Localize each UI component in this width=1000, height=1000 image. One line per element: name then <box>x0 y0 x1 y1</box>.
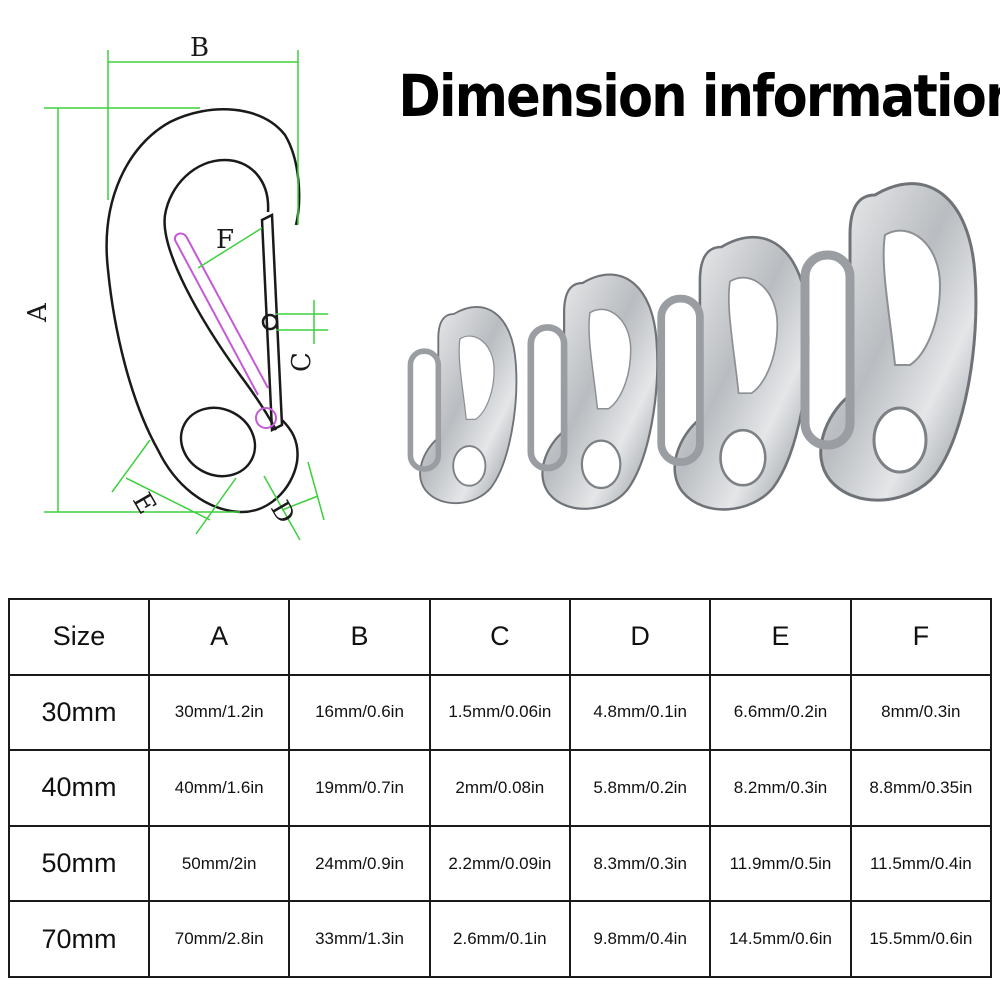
snap-hook-photo <box>407 306 518 505</box>
dimension-cell: 8.3mm/0.3in <box>568 824 712 903</box>
dimension-cell: 19mm/0.7in <box>288 749 431 827</box>
dimension-cell: 50mm/2in <box>147 824 291 903</box>
label-b: B <box>190 33 209 63</box>
column-header-f: F <box>849 598 993 676</box>
column-header-b: B <box>288 598 431 676</box>
dimension-cell: 2.6mm/0.1in <box>428 900 571 978</box>
snap-hook-photo <box>527 273 659 510</box>
dimension-cell: 70mm/2.8in <box>147 900 291 978</box>
column-header-e: E <box>709 598 852 676</box>
dimension-cell: 8mm/0.3in <box>849 673 993 752</box>
dimension-cell: 2.2mm/0.09in <box>428 824 571 903</box>
column-header-d: D <box>568 598 712 676</box>
size-cell: 40mm <box>8 749 150 827</box>
product-photo <box>407 182 978 511</box>
dimension-cell: 15.5mm/0.6in <box>849 900 993 978</box>
dimension-cell: 14.5mm/0.6in <box>709 900 852 978</box>
size-cell: 30mm <box>8 673 150 752</box>
size-cell: 50mm <box>8 824 150 903</box>
dimension-cell: 11.9mm/0.5in <box>709 824 852 903</box>
dimension-cell: 24mm/0.9in <box>288 824 431 903</box>
dimension-lines <box>44 50 328 541</box>
dimension-cell: 2mm/0.08in <box>428 749 571 827</box>
dimension-cell: 16mm/0.6in <box>288 673 431 752</box>
dimension-cell: 30mm/1.2in <box>147 673 291 752</box>
label-f: F <box>216 225 234 255</box>
column-header-c: C <box>428 598 571 676</box>
size-cell: 70mm <box>8 900 150 978</box>
spring-highlight <box>174 232 277 429</box>
dimension-cell: 9.8mm/0.4in <box>568 900 712 978</box>
page-title: Dimension information <box>398 62 1000 130</box>
column-header-a: A <box>147 598 291 676</box>
dimension-cell: 8.2mm/0.3in <box>709 749 852 827</box>
snap-hook-photo <box>657 235 810 511</box>
dimension-cell: 11.5mm/0.4in <box>849 824 993 903</box>
dimension-cell: 33mm/1.3in <box>288 900 431 978</box>
dimension-cell: 6.6mm/0.2in <box>709 673 852 752</box>
dimension-cell: 40mm/1.6in <box>147 749 291 827</box>
dimension-cell: 5.8mm/0.2in <box>568 749 712 827</box>
dimension-diagram: B A F C E D <box>23 33 328 541</box>
dimension-cell: 4.8mm/0.1in <box>568 673 712 752</box>
label-c: C <box>287 352 317 372</box>
column-header-size: Size <box>8 598 150 676</box>
dimension-cell: 1.5mm/0.06in <box>428 673 571 752</box>
snap-hook-photo <box>800 182 978 502</box>
dimension-cell: 8.8mm/0.35in <box>849 749 993 827</box>
label-a: A <box>23 302 53 323</box>
label-d: D <box>264 496 300 529</box>
snap-hook-outline <box>105 108 301 514</box>
